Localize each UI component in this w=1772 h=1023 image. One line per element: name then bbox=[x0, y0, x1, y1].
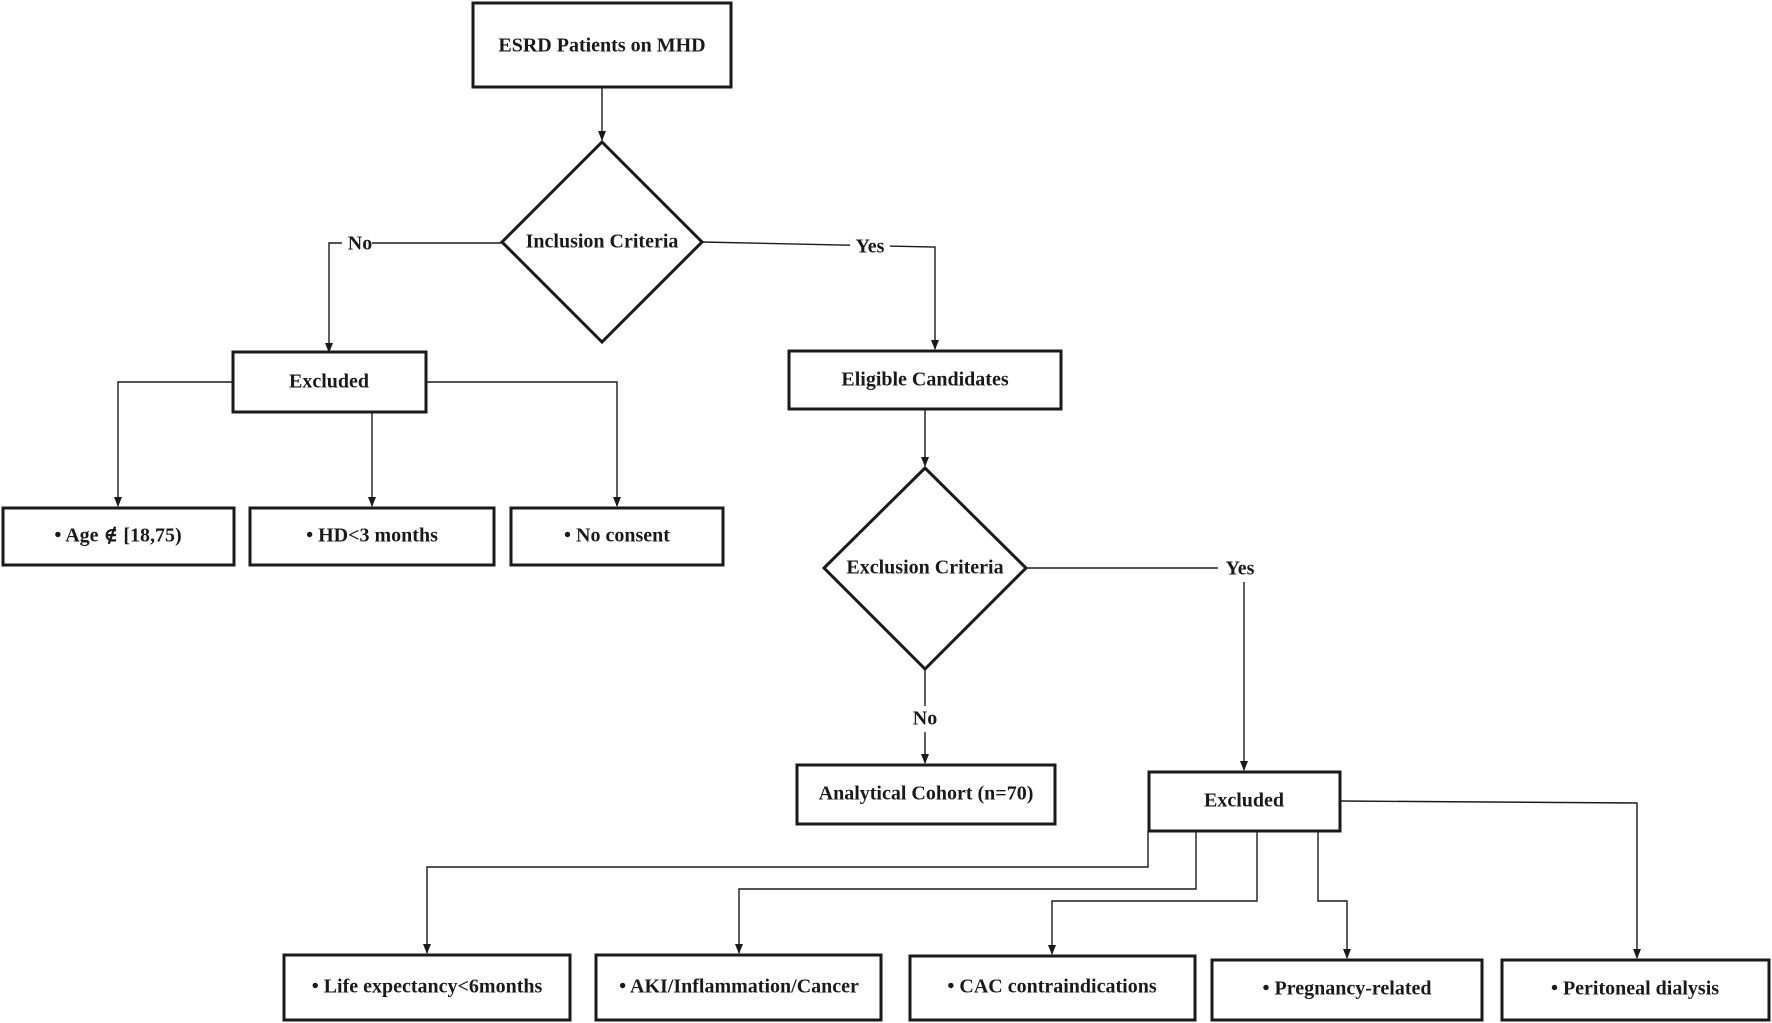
start-node: ESRD Patients on MHD bbox=[471, 1, 733, 89]
analytical-cohort-box: Analytical Cohort (n=70) bbox=[795, 763, 1057, 826]
connector-exclusion-yes bbox=[1026, 567, 1248, 771]
aki-inflammation-cancer-label: • AKI/Inflammation/Cancer bbox=[619, 976, 859, 998]
age-criterion-box: • Age ∉ [18,75) bbox=[1, 506, 236, 567]
connector-excluded2-to-aki bbox=[735, 831, 1197, 954]
connector-excluded2-to-cac bbox=[1048, 831, 1258, 955]
exclusion-criteria-label: Exclusion Criteria bbox=[846, 557, 1003, 579]
excluded-box-inclusion: Excluded bbox=[231, 350, 428, 414]
peritoneal-dialysis-box: • Peritoneal dialysis bbox=[1500, 958, 1771, 1022]
cac-contraindications-label: • CAC contraindications bbox=[947, 976, 1156, 998]
life-expectancy-box: • Life expectancy<6months bbox=[282, 953, 572, 1022]
cac-contraindications-box: • CAC contraindications bbox=[908, 954, 1197, 1022]
edge-label-exclusion-yes: Yes bbox=[1226, 558, 1255, 580]
consent-criterion-box: • No consent bbox=[509, 506, 725, 567]
hd-criterion-box: • HD<3 months bbox=[248, 506, 496, 567]
connector-inclusion-yes bbox=[701, 241, 939, 350]
aki-inflammation-cancer-box: • AKI/Inflammation/Cancer bbox=[594, 953, 883, 1022]
connector-inclusion-no bbox=[325, 242, 502, 353]
peritoneal-dialysis-label: • Peritoneal dialysis bbox=[1551, 978, 1719, 1000]
inclusion-criteria-diamond: Inclusion Criteria bbox=[499, 139, 705, 345]
age-criterion-label: • Age ∉ [18,75) bbox=[54, 525, 181, 547]
eligible-candidates-box: Eligible Candidates bbox=[787, 349, 1063, 411]
excluded-inclusion-label: Excluded bbox=[289, 371, 369, 393]
edge-label-inclusion-no: No bbox=[348, 233, 372, 255]
connectors bbox=[114, 88, 1641, 959]
start-node-label: ESRD Patients on MHD bbox=[498, 35, 705, 57]
pregnancy-related-box: • Pregnancy-related bbox=[1210, 958, 1484, 1022]
hd-criterion-label: • HD<3 months bbox=[306, 525, 438, 547]
exclusion-criteria-diamond: Exclusion Criteria bbox=[821, 465, 1029, 672]
connector-excluded-to-consent bbox=[426, 381, 621, 507]
analytical-cohort-label: Analytical Cohort (n=70) bbox=[819, 783, 1034, 805]
eligible-candidates-label: Eligible Candidates bbox=[841, 369, 1008, 391]
connector-excluded2-to-life bbox=[423, 831, 1149, 954]
consent-criterion-label: • No consent bbox=[564, 525, 670, 547]
edge-labels: No Yes Yes No bbox=[342, 232, 1262, 732]
inclusion-criteria-label: Inclusion Criteria bbox=[526, 231, 679, 253]
connector-excluded2-to-pregnancy bbox=[1317, 831, 1351, 959]
connector-excluded-to-age bbox=[114, 381, 233, 507]
connector-excluded2-to-peritoneal bbox=[1339, 800, 1641, 959]
excluded-box-exclusion: Excluded bbox=[1147, 770, 1342, 833]
excluded-exclusion-label: Excluded bbox=[1204, 790, 1284, 812]
pregnancy-related-label: • Pregnancy-related bbox=[1262, 978, 1431, 1000]
life-expectancy-label: • Life expectancy<6months bbox=[312, 976, 543, 998]
edge-label-inclusion-yes: Yes bbox=[856, 236, 885, 258]
edge-label-exclusion-no: No bbox=[913, 708, 937, 730]
